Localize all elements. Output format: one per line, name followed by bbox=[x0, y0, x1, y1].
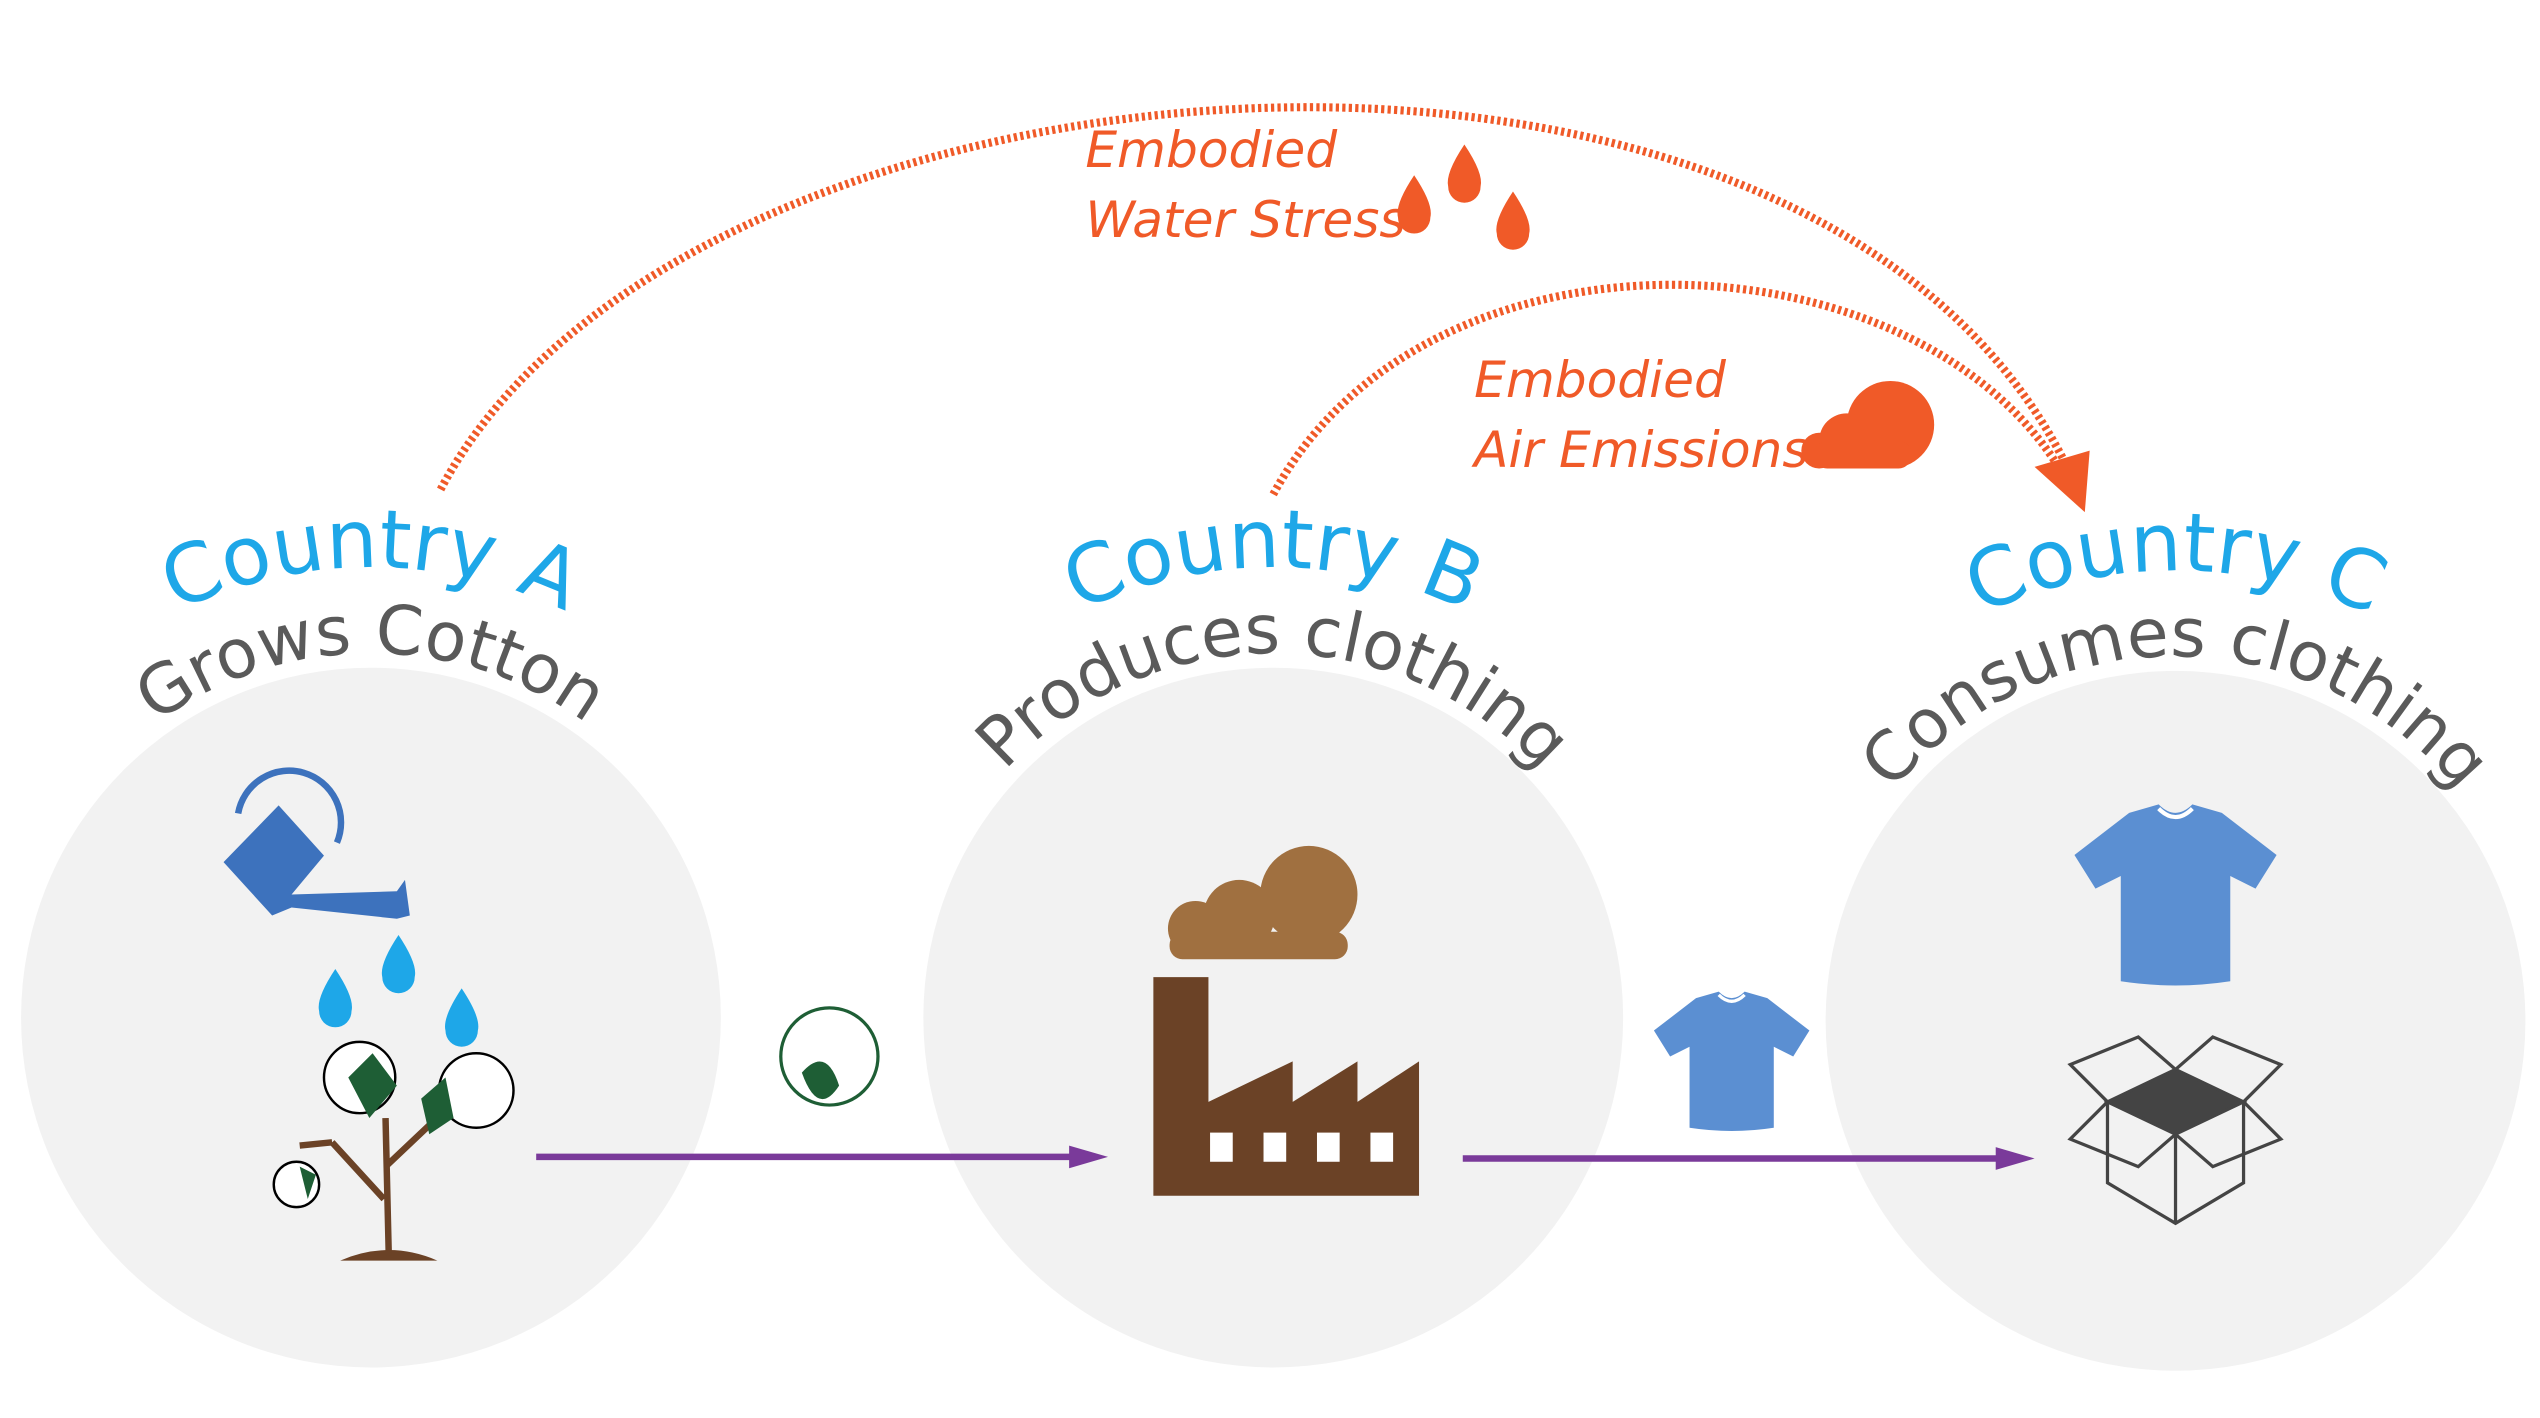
flow-arrow-a-b bbox=[536, 1145, 1109, 1169]
water-label-line1: Embodied bbox=[1085, 120, 1338, 179]
open-box-icon bbox=[2067, 1035, 2284, 1226]
flow-arrow-b-c bbox=[1462, 1147, 2035, 1170]
air-label-line2: Air Emissions bbox=[1471, 420, 1808, 479]
watering-can-icon bbox=[223, 767, 410, 919]
tshirt-icon bbox=[1652, 990, 1812, 1133]
country-b-circle bbox=[923, 667, 1624, 1368]
air-label-line1: Embodied bbox=[1474, 350, 1727, 409]
cotton-plant-icon bbox=[272, 1040, 515, 1261]
smoke-cloud-icon bbox=[1167, 845, 1358, 960]
country-c-circle bbox=[1825, 670, 2526, 1371]
cotton-boll-icon bbox=[779, 1006, 880, 1107]
water-drops-icon bbox=[1397, 144, 1530, 250]
water-label-line2: Water Stress bbox=[1085, 190, 1405, 249]
country-a-circle bbox=[21, 667, 721, 1368]
embodied-air-arc bbox=[1269, 280, 2064, 497]
cloud-icon bbox=[1801, 380, 1935, 469]
arrowhead-icon bbox=[2034, 450, 2090, 513]
factory-icon bbox=[1153, 977, 1420, 1196]
